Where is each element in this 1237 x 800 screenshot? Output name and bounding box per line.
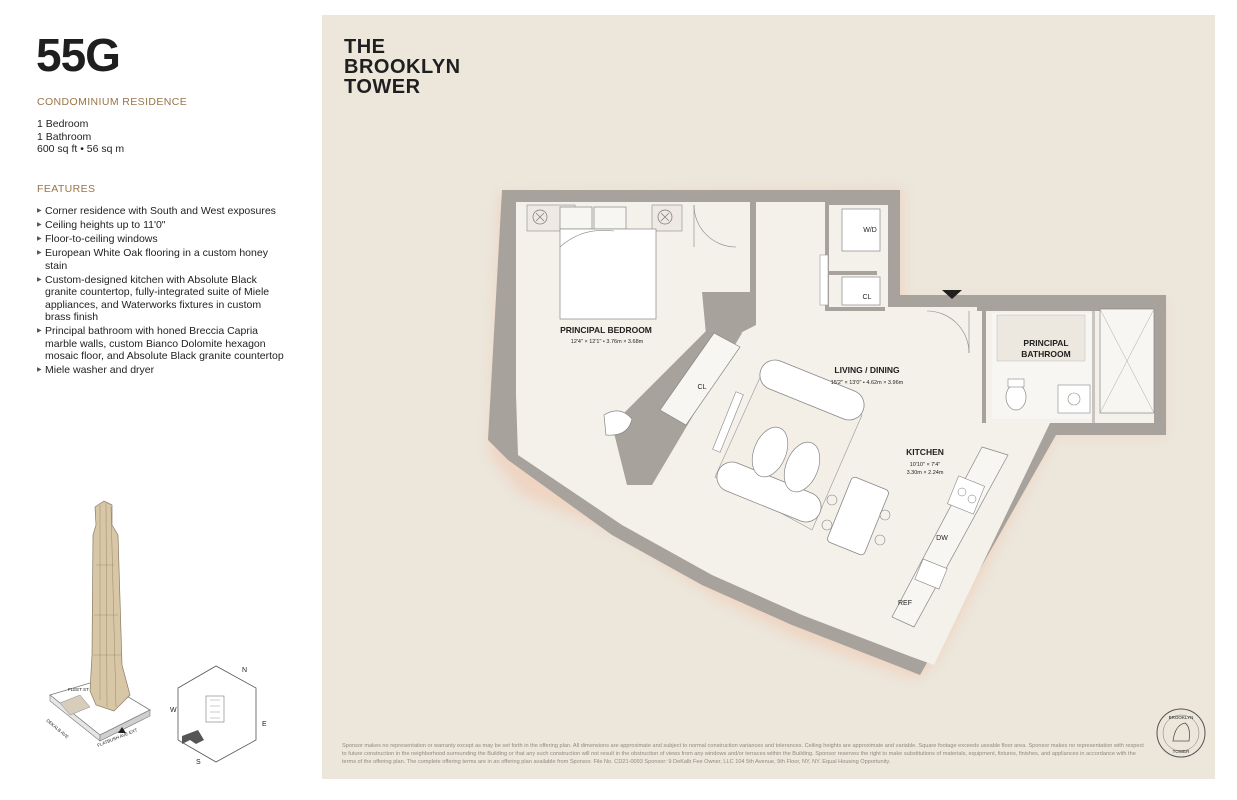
dims-kitchen-imperial: 10'10" × 7'4" bbox=[910, 462, 941, 468]
feature-item: ▶Ceiling heights up to 11'0" bbox=[37, 219, 166, 231]
bullet-icon: ▶ bbox=[37, 250, 42, 256]
feature-item: ▶Corner residence with South and West ex… bbox=[37, 205, 276, 217]
unit-info-column: 55G CONDOMINIUM RESIDENCE 1 Bedroom 1 Ba… bbox=[0, 0, 320, 800]
bullet-icon: ▶ bbox=[37, 367, 42, 373]
bullet-icon: ▶ bbox=[37, 236, 42, 242]
label-bedroom: PRINCIPAL BEDROOM bbox=[560, 325, 652, 335]
bullet-icon: ▶ bbox=[37, 276, 42, 283]
spec-area: 600 sq ft • 56 sq m bbox=[37, 143, 125, 155]
label-ref: REF bbox=[898, 600, 912, 607]
bed bbox=[559, 228, 657, 320]
feature-item: ▶Miele washer and dryer bbox=[37, 364, 155, 376]
label-bathroom-line2: BATHROOM bbox=[1021, 349, 1070, 359]
spec-bedrooms: 1 Bedroom bbox=[37, 118, 89, 130]
key-plan: N E S W bbox=[170, 665, 267, 766]
dims-bedroom: 12'4" × 12'1" • 3.76m × 3.68m bbox=[571, 339, 644, 345]
feature-item: ▶European White Oak flooring in a custom… bbox=[37, 247, 268, 272]
compass-east: E bbox=[262, 721, 267, 728]
dims-kitchen-metric: 3.30m × 2.24m bbox=[907, 470, 944, 476]
seal-top-text: BROOKLYN bbox=[1169, 715, 1194, 720]
floor-plan: PRINCIPAL BEDROOM 12'4" × 12'1" • 3.76m … bbox=[488, 189, 1166, 679]
label-dw: DW bbox=[936, 535, 948, 542]
toilet bbox=[1005, 383, 1027, 411]
label-cl-left: CL bbox=[698, 384, 707, 391]
bullet-icon: ▶ bbox=[37, 328, 42, 334]
dims-living: 15'2" × 13'0" • 4.62m × 3.96m bbox=[831, 380, 904, 386]
features-list: ▶Corner residence with South and West ex… bbox=[37, 205, 287, 378]
seal-bottom-text: TOWER bbox=[1173, 749, 1190, 754]
bullet-icon: ▶ bbox=[37, 208, 42, 214]
spec-bathrooms: 1 Bathroom bbox=[37, 130, 92, 143]
bullet-icon: ▶ bbox=[37, 222, 42, 228]
entry-arrow-icon bbox=[942, 290, 962, 299]
compass-west: W bbox=[170, 707, 177, 714]
unit-specs: 1 Bedroom 1 Bathroom 600 sq ft • 56 sq m bbox=[37, 118, 124, 156]
brand-logo: THE BROOKLYN TOWER bbox=[344, 36, 461, 98]
compass-north: N bbox=[242, 667, 247, 674]
street-fleet: FLEET ST bbox=[68, 687, 89, 692]
label-bathroom-line1: PRINCIPAL bbox=[1023, 338, 1068, 348]
unit-number: 55G bbox=[36, 29, 121, 81]
feature-item: ▶Custom-designed kitchen with Absolute B… bbox=[37, 273, 270, 324]
label-wd: W/D bbox=[863, 227, 877, 234]
label-cl-right: CL bbox=[863, 294, 872, 301]
label-living: LIVING / DINING bbox=[834, 365, 900, 375]
chair bbox=[603, 410, 633, 436]
label-kitchen: KITCHEN bbox=[906, 447, 944, 457]
floor-plan-panel: THE BROOKLYN TOWER bbox=[322, 15, 1215, 779]
residence-type: CONDOMINIUM RESIDENCE bbox=[37, 96, 188, 108]
features-heading: FEATURES bbox=[37, 183, 96, 195]
legal-disclaimer: Sponsor makes no representation or warra… bbox=[342, 743, 1144, 765]
street-dekalb: DEKALB AVE bbox=[45, 718, 69, 739]
feature-item: ▶Floor-to-ceiling windows bbox=[37, 233, 158, 245]
tower-illustration: FLEET ST DEKALB AVE FLATBUSH AVE EXT bbox=[45, 500, 151, 748]
feature-item: ▶Principal bathroom with honed Breccia C… bbox=[37, 325, 284, 362]
arrow-icon bbox=[118, 727, 126, 733]
brand-seal-icon: BROOKLYN TOWER bbox=[1156, 708, 1206, 758]
compass-south: S bbox=[196, 759, 201, 766]
